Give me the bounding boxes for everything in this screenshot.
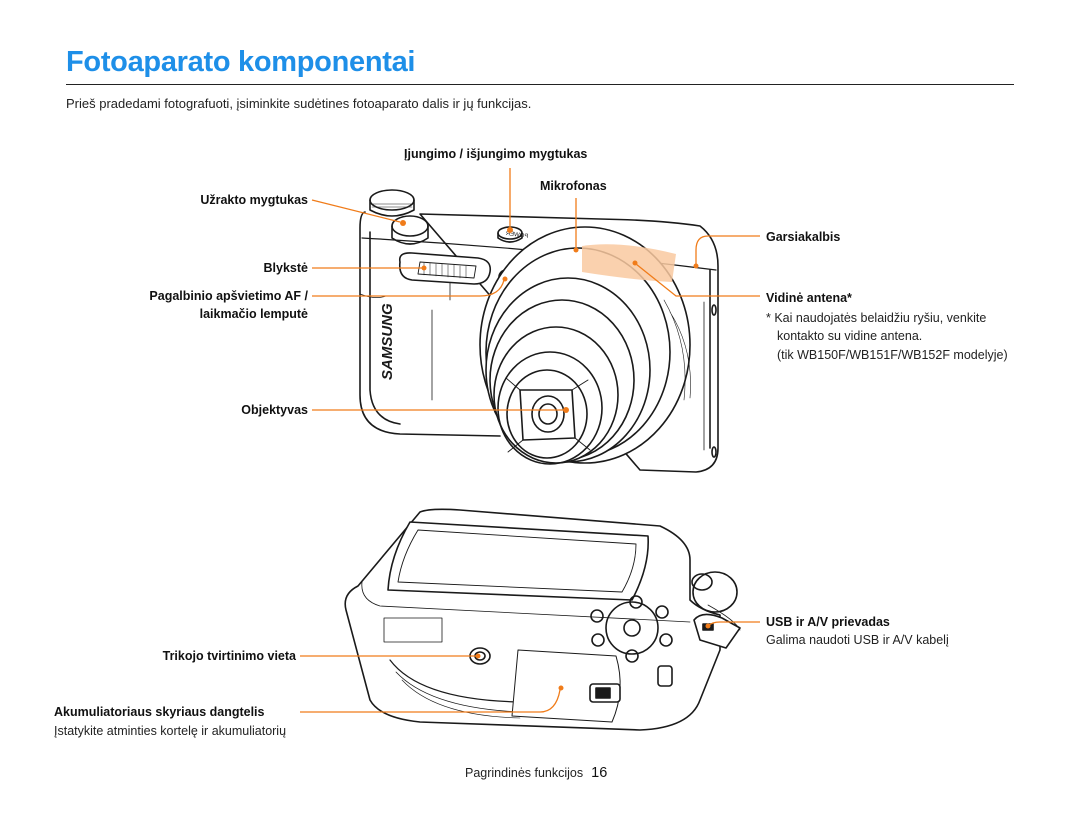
antenna-zone xyxy=(582,244,676,282)
label-flash: Blykstė xyxy=(263,261,308,275)
label-microphone: Mikrofonas xyxy=(540,179,607,193)
label-af-lamp-1: Pagalbinio apšvietimo AF / xyxy=(149,289,308,303)
antenna-note-1: * Kai naudojatės belaidžiu ryšiu, venkit… xyxy=(766,311,987,325)
battery-desc: Įstatykite atminties kortelę ir akumulia… xyxy=(54,724,287,738)
intro-text: Prieš pradedami fotografuoti, įsiminkite… xyxy=(66,96,532,111)
label-speaker: Garsiakalbis xyxy=(766,230,841,244)
label-tripod: Trikojo tvirtinimo vieta xyxy=(162,649,296,663)
page-number: 16 xyxy=(591,765,608,781)
title-rule xyxy=(66,84,1014,85)
label-power-button: Įjungimo / išjungimo mygtukas xyxy=(404,147,588,161)
label-usb: USB ir A/V prievadas xyxy=(766,615,890,629)
brand-logo: SAMSUNG xyxy=(379,303,396,380)
label-antenna: Vidinė antena* xyxy=(766,291,852,305)
page-footer: Pagrindinės funkcijos 16 xyxy=(465,765,607,781)
antenna-note-3: (tik WB150F/WB151F/WB152F modelyje) xyxy=(777,348,1008,362)
label-battery: Akumuliatoriaus skyriaus dangtelis xyxy=(54,705,265,719)
label-shutter: Užrakto mygtukas xyxy=(200,193,308,207)
label-af-lamp-2: laikmačio lemputė xyxy=(199,307,308,321)
antenna-note-2: kontakto su vidine antena. xyxy=(777,329,923,343)
usb-desc: Galima naudoti USB ir A/V kabelį xyxy=(766,633,949,647)
footer-section: Pagrindinės funkcijos xyxy=(465,766,584,780)
power-label: POWER xyxy=(505,231,529,240)
label-lens: Objektyvas xyxy=(241,403,308,417)
page-title: Fotoaparato komponentai xyxy=(66,46,416,78)
